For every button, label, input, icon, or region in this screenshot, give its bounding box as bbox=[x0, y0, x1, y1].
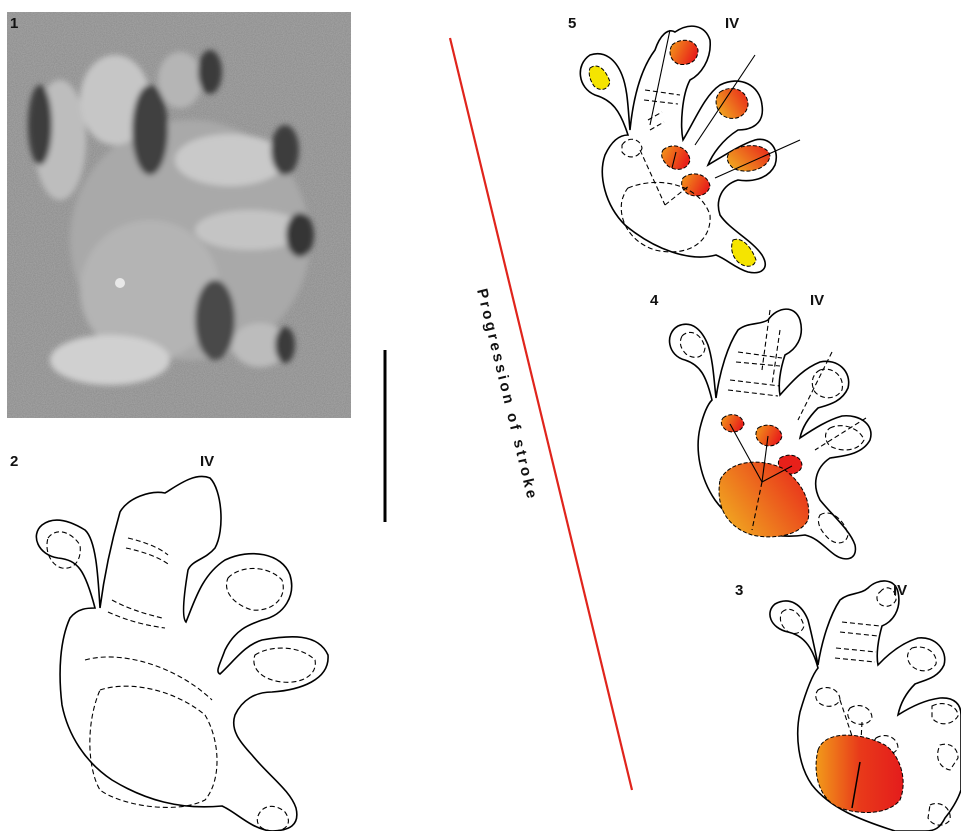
panel-label-1: 1 bbox=[10, 15, 18, 32]
panel-label-4: 4 bbox=[650, 292, 659, 309]
progression-label: Progression of stroke bbox=[473, 287, 541, 503]
photo-panel bbox=[7, 12, 351, 418]
panel-label-2: 2 bbox=[10, 453, 18, 470]
footprint-outline-2 bbox=[36, 476, 328, 831]
panel-label-3: 3 bbox=[735, 582, 743, 599]
digit-label-2: IV bbox=[200, 453, 214, 470]
panel-label-5: 5 bbox=[568, 15, 576, 32]
panel-5-drawing bbox=[580, 26, 800, 273]
digit-label-3: IV bbox=[893, 582, 907, 599]
digit-label-5: IV bbox=[725, 15, 739, 32]
digit-label-4: IV bbox=[810, 292, 824, 309]
pad-5-digit-iv bbox=[670, 40, 698, 64]
rock-pit bbox=[115, 278, 125, 288]
pad-5-digit-v bbox=[716, 88, 748, 118]
panel-3-drawing bbox=[770, 581, 961, 831]
panel-4-drawing bbox=[670, 309, 871, 559]
panel-2-outline-drawing bbox=[36, 476, 328, 831]
progression-line bbox=[450, 38, 632, 790]
